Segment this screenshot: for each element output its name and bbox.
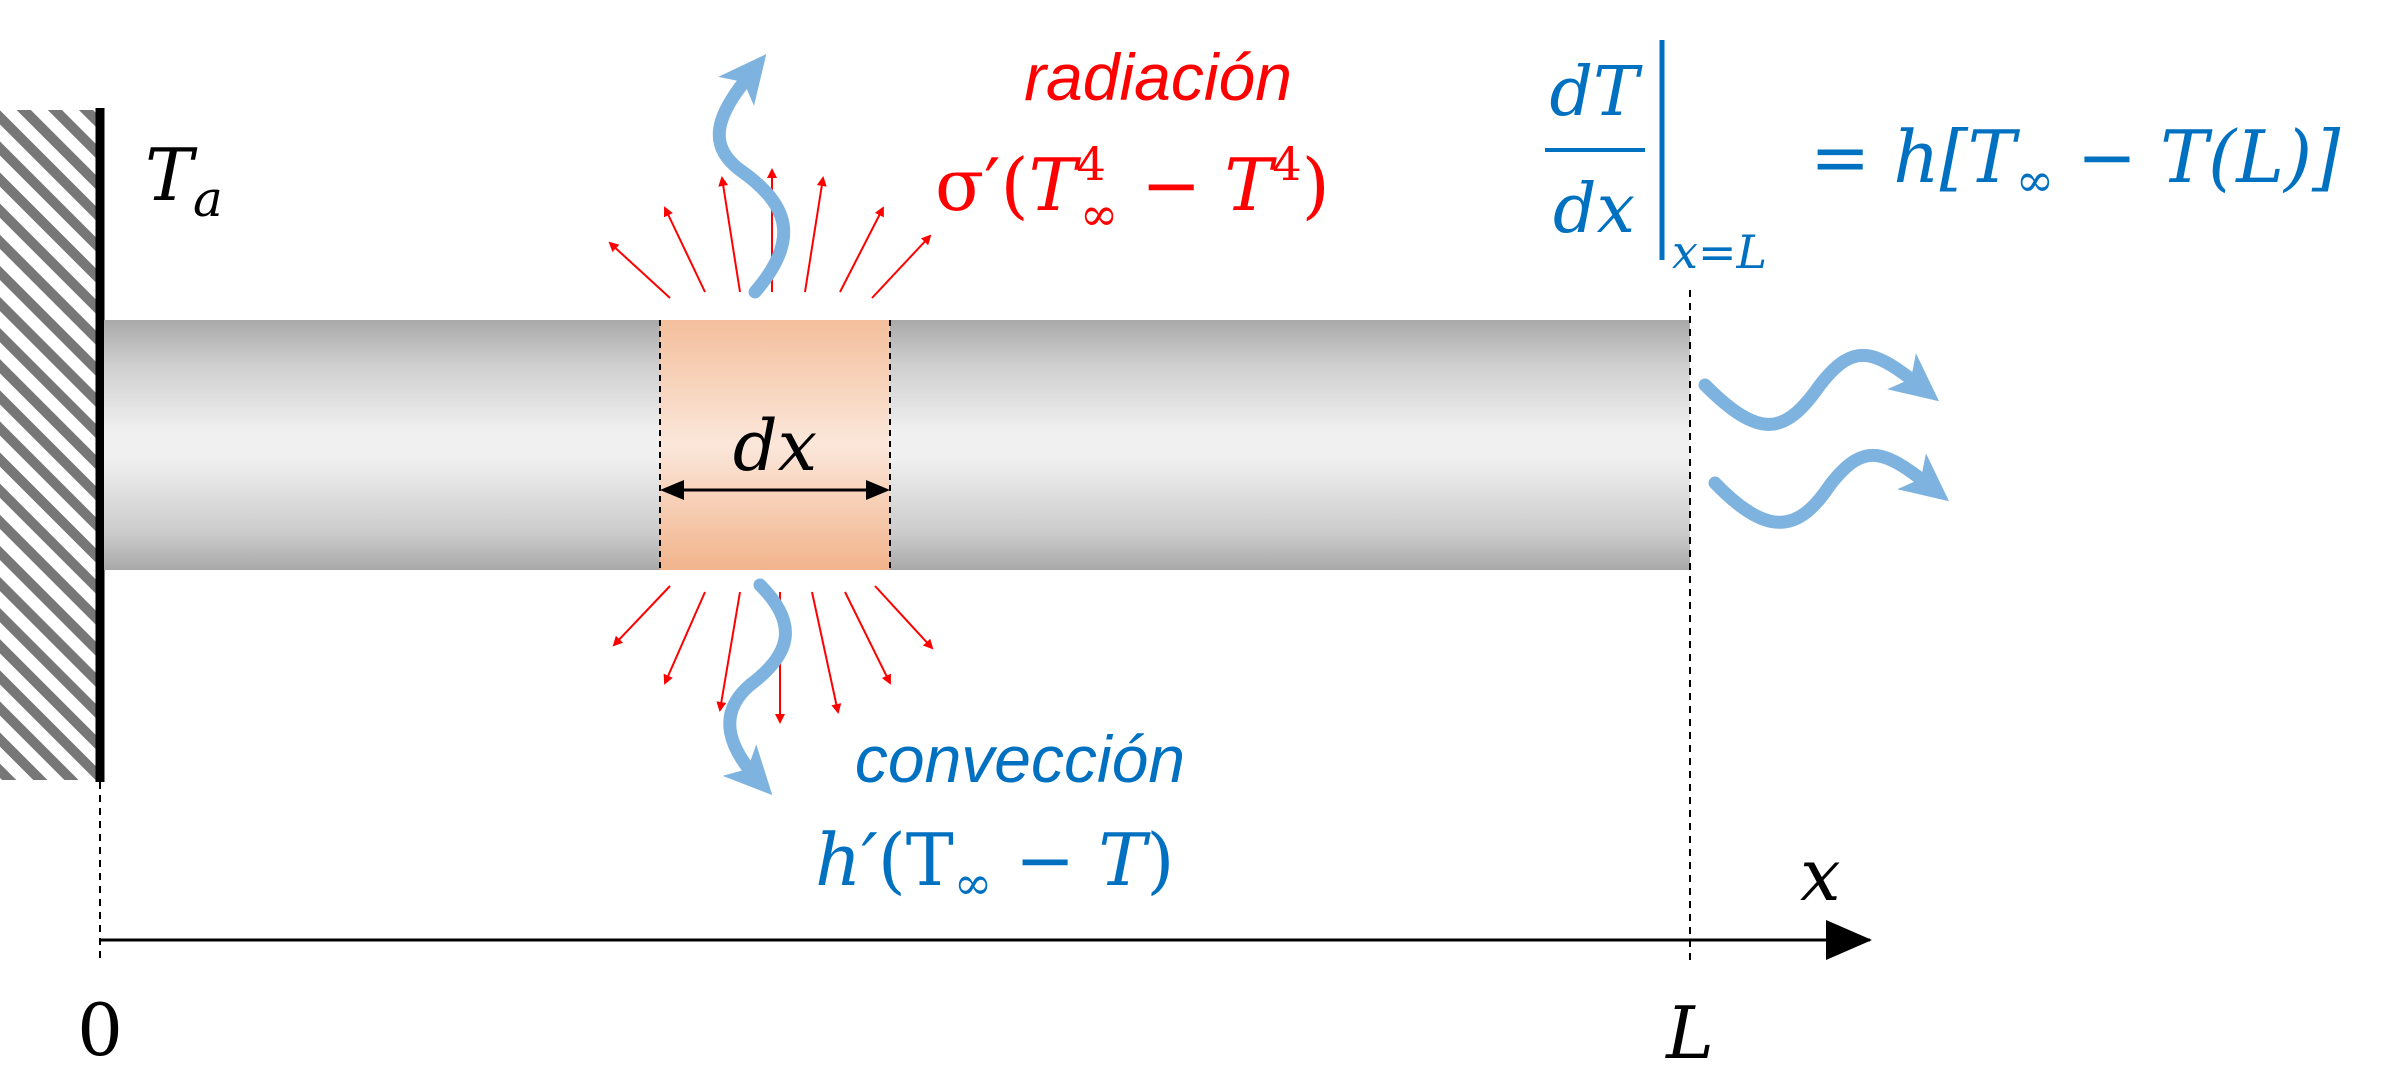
wall-temp-label: Ta — [145, 133, 223, 228]
dx-left-arrowhead-icon — [660, 480, 684, 500]
origin-label: 0 — [77, 988, 123, 1072]
wavy-arrow-icon — [1698, 349, 1940, 431]
rod — [104, 320, 1690, 570]
dx-right-arrowhead-icon — [866, 480, 890, 500]
convection-formula: h′(T∞ − T) — [815, 818, 1174, 910]
bc-subscript: x=L — [1672, 225, 1767, 279]
dx-label: dx — [733, 405, 817, 487]
convection-title: convección — [855, 722, 1185, 796]
wavy-arrow-icon — [712, 54, 791, 299]
hatched-wall-icon — [0, 110, 100, 780]
length-label: L — [1664, 991, 1714, 1075]
bc-numerator: dT — [1550, 53, 1644, 132]
wavy-arrow-icon — [1708, 449, 1950, 529]
bc-denominator: dx — [1553, 170, 1635, 249]
differential-element — [660, 320, 890, 570]
radiation-formula: σ′(T4∞ − T4) — [935, 137, 1330, 241]
bc-rhs: = h[T∞ − T(L)] — [1810, 115, 2341, 207]
radiation-title: radiación — [1024, 40, 1292, 114]
boundary-condition: dT dx x=L = h[T∞ − T(L)] — [1545, 40, 2341, 279]
x-axis-label: x — [1800, 833, 1841, 917]
wavy-arrow-icon — [722, 578, 792, 796]
